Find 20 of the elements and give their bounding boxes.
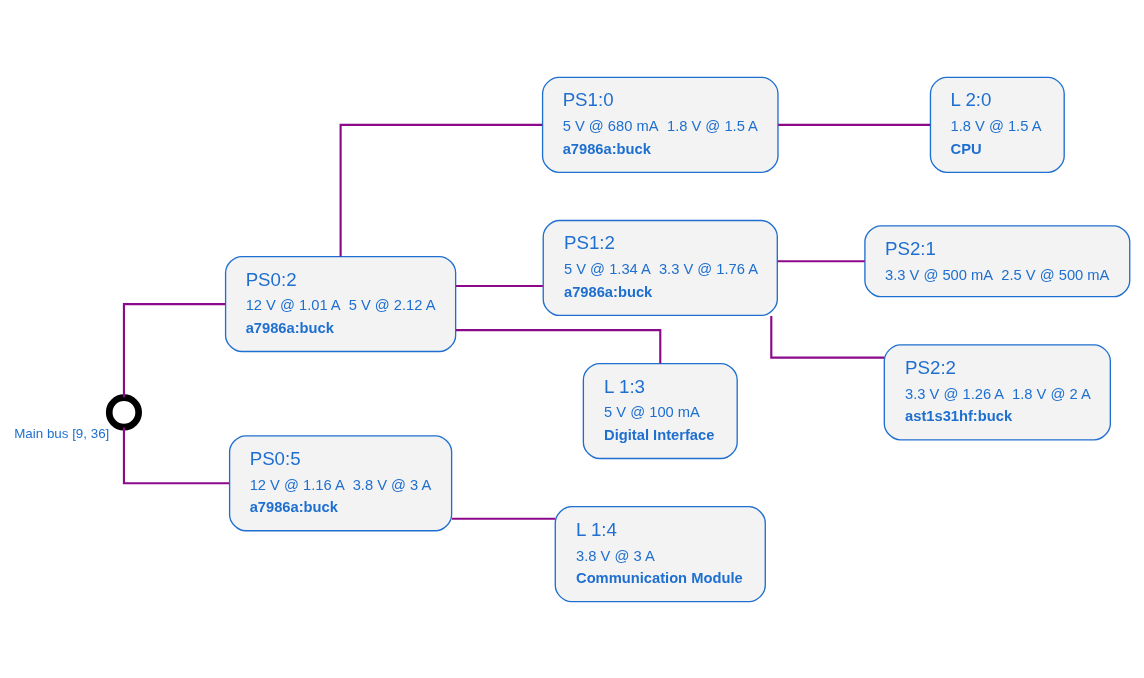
connector [122,302,226,397]
node-box: PS0:2 12 V @ 1.01 A 5 V @ 2.12 A a7986a:buck [224,255,457,352]
connector [456,328,662,363]
node-circle [105,393,142,430]
connector [122,426,230,484]
connector [456,284,543,287]
node-box: PS2:2 3.3 V @ 1.26 A 1.8 V @ 2 A ast1s31hf:buck [883,343,1111,440]
node-box: L 1:3 5 V @ 100 mA Digital Interface [582,362,738,459]
connector [778,123,931,126]
node-box: PS2:1 3.3 V @ 500 mA 2.5 V @ 500 mA [864,224,1131,297]
node-box: PS0:5 12 V @ 1.16 A 3.8 V @ 3 A a7986a:buck [228,434,453,531]
node-box: PS1:2 5 V @ 1.34 A 3.3 V @ 1.76 A a7986a:buck [542,219,778,316]
node-label: Main bus [9, 36] [14,425,110,441]
connector [339,123,543,256]
node-box: PS1:0 5 V @ 680 mA 1.8 V @ 1.5 A a7986a:buck [541,76,779,173]
connector [777,259,865,262]
node-box: L 2:0 1.8 V @ 1.5 A CPU [929,76,1065,173]
connector [770,315,885,359]
connector [451,517,556,520]
node-box: L 1:4 3.8 V @ 3 A Communication Module [554,505,766,602]
